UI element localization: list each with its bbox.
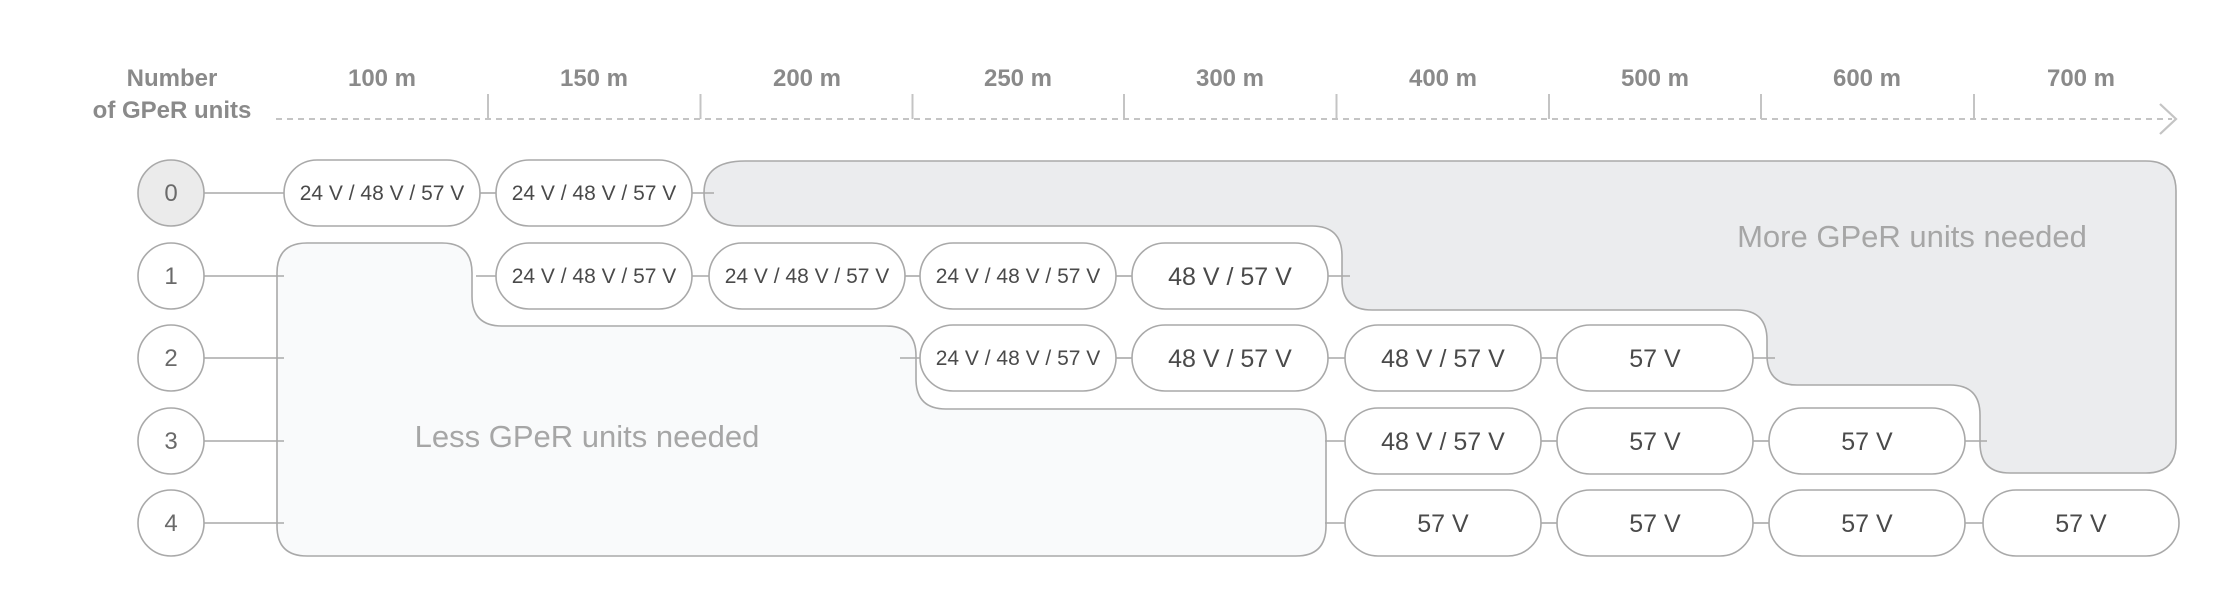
voltage-cell: 57 V	[1768, 407, 1966, 475]
voltage-cell-label: 48 V / 57 V	[1381, 345, 1505, 373]
distance-labels: 100 m 150 m 200 m 250 m 300 m 400 m 500 m 600 m…	[348, 65, 2115, 92]
voltage-cell-label: 48 V / 57 V	[1168, 263, 1292, 291]
row-number-circle	[137, 242, 205, 310]
row-number: 2	[164, 345, 177, 372]
voltage-cell: 24 V / 48 V / 57 V	[495, 242, 693, 310]
voltage-cell: 24 V / 48 V / 57 V	[919, 242, 1117, 310]
distance-label-200-m: 200 m	[773, 65, 841, 92]
row-axis-label-line1: Number	[127, 65, 218, 92]
more-units-label: More GPeR units needed	[1737, 219, 2087, 254]
voltage-cell: 24 V / 48 V / 57 V	[283, 159, 481, 227]
row-label-2: 2	[137, 324, 205, 392]
voltage-cell: 57 V	[1768, 489, 1966, 557]
voltage-cell-pill	[1768, 489, 1966, 557]
voltage-cell-pill	[1556, 489, 1754, 557]
distance-label-600-m: 600 m	[1833, 65, 1901, 92]
voltage-cell-pill	[1982, 489, 2180, 557]
voltage-cell-pill	[919, 242, 1117, 310]
voltage-cell-pill	[708, 242, 906, 310]
row-axis-label-line2: of GPeR units	[93, 97, 252, 124]
voltage-cell-pill	[1344, 489, 1542, 557]
voltage-cell-label: 24 V / 48 V / 57 V	[936, 265, 1101, 288]
voltage-cell: 57 V	[1556, 324, 1754, 392]
voltage-cell-pill	[495, 159, 693, 227]
voltage-cell: 48 V / 57 V	[1131, 324, 1329, 392]
voltage-cell-label: 24 V / 48 V / 57 V	[512, 182, 677, 205]
row-number: 0	[164, 180, 177, 207]
row-labels: 0 1 2 3 4	[137, 159, 205, 557]
voltage-cell: 57 V	[1344, 489, 1542, 557]
voltage-cell-label: 57 V	[1629, 428, 1681, 456]
voltage-cell: 24 V / 48 V / 57 V	[495, 159, 693, 227]
row-label-1: 1	[137, 242, 205, 310]
axis-arrow-icon	[2159, 103, 2178, 135]
voltage-cell-label: 57 V	[1629, 510, 1681, 538]
voltage-cell-label: 24 V / 48 V / 57 V	[936, 347, 1101, 370]
connectors	[204, 192, 1987, 524]
row-label-3: 3	[137, 407, 205, 475]
distance-axis	[276, 94, 2178, 135]
voltage-cell: 48 V / 57 V	[1344, 324, 1542, 392]
row-number-circle	[137, 407, 205, 475]
voltage-cell-label: 57 V	[1417, 510, 1469, 538]
voltage-cell-pill	[1344, 324, 1542, 392]
voltage-cell-label: 57 V	[1841, 510, 1893, 538]
distance-label-500-m: 500 m	[1621, 65, 1689, 92]
distance-label-150-m: 150 m	[560, 65, 628, 92]
voltage-cell-label: 24 V / 48 V / 57 V	[300, 182, 465, 205]
distance-label-100-m: 100 m	[348, 65, 416, 92]
less-units-region	[276, 242, 1327, 557]
voltage-cell-pill	[1768, 407, 1966, 475]
voltage-cell-pill	[1344, 407, 1542, 475]
row-label-4: 4	[137, 489, 205, 557]
voltage-cell-label: 48 V / 57 V	[1168, 345, 1292, 373]
row-number-circle	[137, 159, 205, 227]
voltage-cell-pill	[1556, 324, 1754, 392]
voltage-cell-label: 48 V / 57 V	[1381, 428, 1505, 456]
more-units-region	[703, 160, 2177, 474]
voltage-cell: 24 V / 48 V / 57 V	[708, 242, 906, 310]
row-number: 3	[164, 428, 177, 455]
voltage-cell: 57 V	[1982, 489, 2180, 557]
row-number: 1	[164, 263, 177, 290]
distance-label-250-m: 250 m	[984, 65, 1052, 92]
voltage-cell: 48 V / 57 V	[1131, 242, 1329, 310]
voltage-cell-pill	[283, 159, 481, 227]
row-label-0: 0	[137, 159, 205, 227]
voltage-cell: 24 V / 48 V / 57 V	[919, 324, 1117, 392]
row-number-circle	[137, 489, 205, 557]
voltage-cell-pill	[919, 324, 1117, 392]
voltage-cell: 48 V / 57 V	[1344, 407, 1542, 475]
voltage-cell-pill	[1131, 324, 1329, 392]
voltage-cell-pill	[1131, 242, 1329, 310]
voltage-cell-label: 57 V	[1629, 345, 1681, 373]
voltage-cells: 24 V / 48 V / 57 V 24 V / 48 V / 57 V 24 V…	[283, 159, 2180, 557]
row-number-circle	[137, 324, 205, 392]
voltage-cell-label: 24 V / 48 V / 57 V	[512, 265, 677, 288]
voltage-cell-label: 57 V	[2055, 510, 2107, 538]
voltage-cell: 57 V	[1556, 407, 1754, 475]
voltage-cell-pill	[1556, 407, 1754, 475]
voltage-cell-label: 57 V	[1841, 428, 1893, 456]
voltage-cell: 57 V	[1556, 489, 1754, 557]
less-units-label: Less GPeR units needed	[415, 419, 760, 454]
voltage-cell-pill	[495, 242, 693, 310]
distance-label-700-m: 700 m	[2047, 65, 2115, 92]
distance-label-300-m: 300 m	[1196, 65, 1264, 92]
distance-label-400-m: 400 m	[1409, 65, 1477, 92]
row-number: 4	[164, 510, 177, 537]
voltage-cell-label: 24 V / 48 V / 57 V	[725, 265, 890, 288]
